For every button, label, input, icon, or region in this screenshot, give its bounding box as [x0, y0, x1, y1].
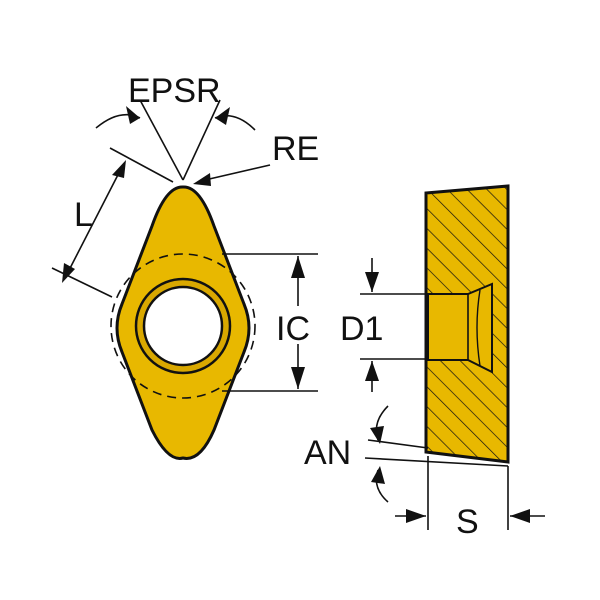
d1-label: D1 [340, 310, 383, 348]
ic-dimension: IC [222, 253, 318, 392]
epsr-dimension: EPSR [95, 72, 256, 181]
re-label: RE [272, 130, 319, 168]
epsr-label: EPSR [128, 72, 221, 110]
d1-dimension: D1 [340, 258, 428, 392]
re-dimension: RE [193, 130, 319, 186]
s-dimension: S [395, 456, 545, 541]
insert-side-view [424, 184, 510, 464]
an-dimension: AN [304, 405, 509, 503]
inscribed-circle [110, 253, 256, 399]
center-hole [142, 285, 224, 367]
l-label: L [74, 196, 93, 234]
side-bore [427, 282, 493, 374]
an-label: AN [304, 434, 351, 472]
ic-label: IC [276, 310, 310, 348]
s-label: S [456, 503, 479, 541]
l-dimension: L [51, 147, 174, 298]
insert-front-view [110, 185, 256, 460]
